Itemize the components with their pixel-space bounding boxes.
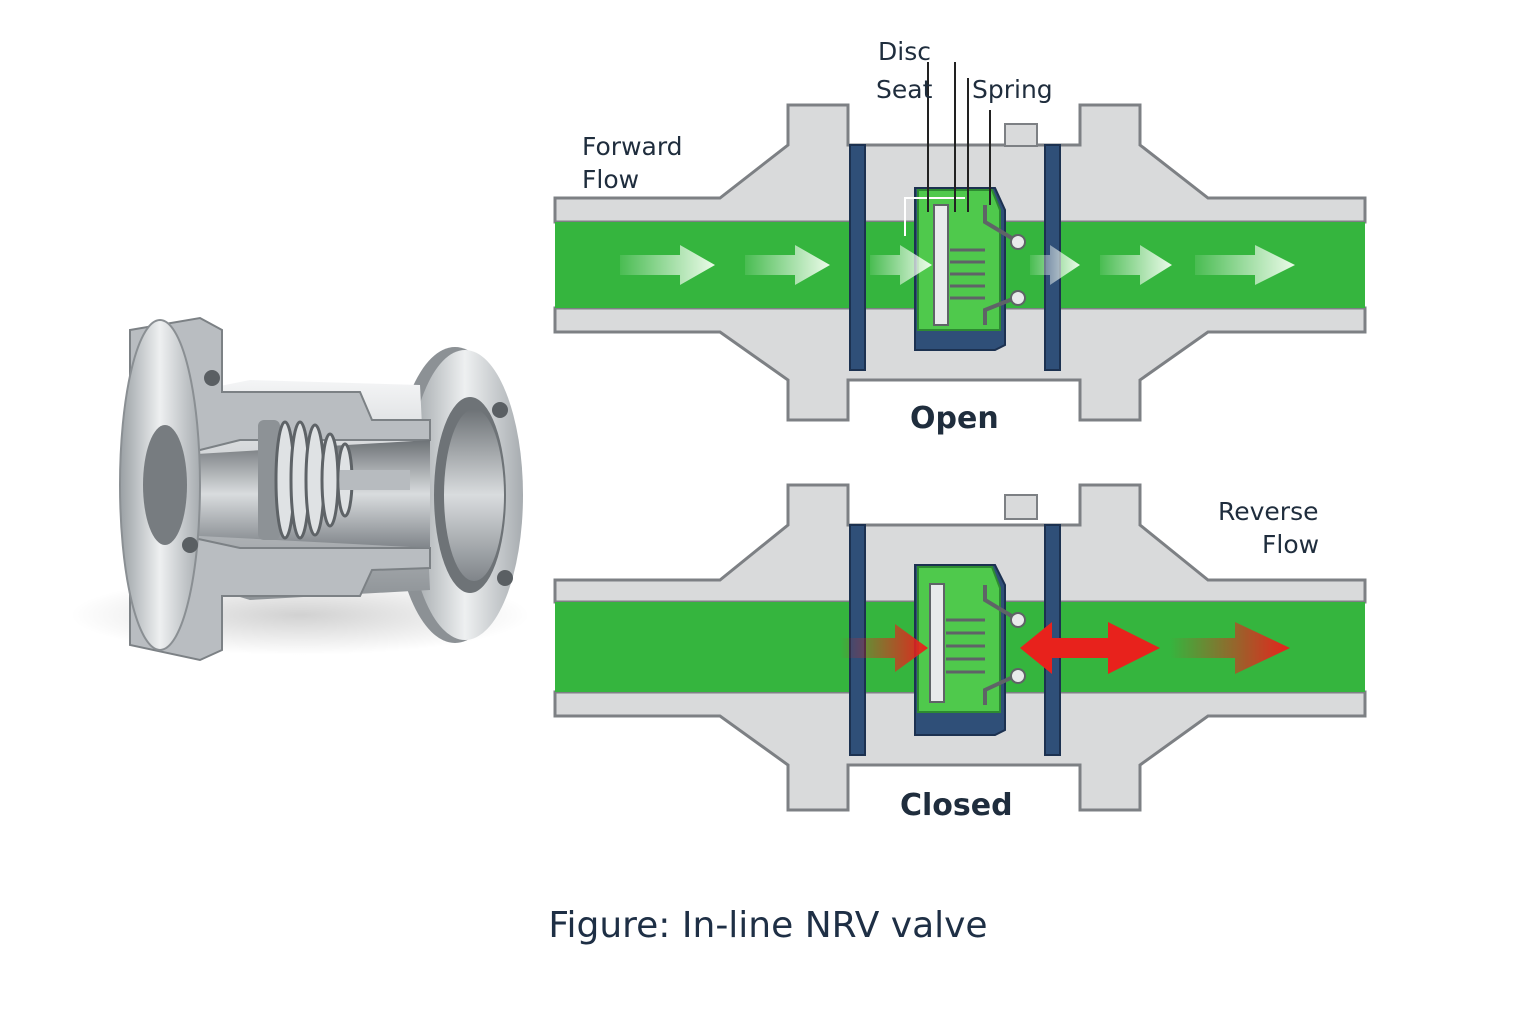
closed-state-label: Closed	[900, 788, 1013, 823]
arrow-icon	[840, 624, 928, 672]
arrow-right-icon	[1100, 245, 1172, 285]
arrow-icon	[1170, 622, 1290, 674]
forward-flow-label-line2: Flow	[582, 165, 639, 194]
valve-cutaway-illustration	[70, 316, 530, 662]
arrow-right-icon	[1030, 245, 1080, 285]
spring-label: Spring	[972, 75, 1053, 104]
arrow-right-icon	[1195, 245, 1295, 285]
open-valve-diagram: Disc Seat Spring Forward Flow Open	[553, 37, 1367, 436]
internal-spring-illustration	[258, 420, 410, 540]
arrow-right-icon	[620, 245, 715, 285]
forward-flow-label-line1: Forward	[582, 132, 683, 161]
figure-caption: Figure: In-line NRV valve	[548, 905, 988, 946]
disc-label: Disc	[878, 37, 931, 66]
seat-label: Seat	[876, 75, 933, 104]
arrow-icon	[1020, 622, 1160, 674]
closed-valve-diagram: Reverse Flow Closed	[553, 483, 1367, 823]
open-state-label: Open	[910, 401, 999, 436]
reverse-flow-arrows	[840, 622, 1290, 674]
reverse-flow-label-line2: Flow	[1262, 530, 1319, 559]
arrow-right-icon	[870, 245, 932, 285]
forward-flow-arrows	[620, 245, 1295, 285]
arrow-right-icon	[745, 245, 830, 285]
reverse-flow-label-line1: Reverse	[1218, 497, 1319, 526]
